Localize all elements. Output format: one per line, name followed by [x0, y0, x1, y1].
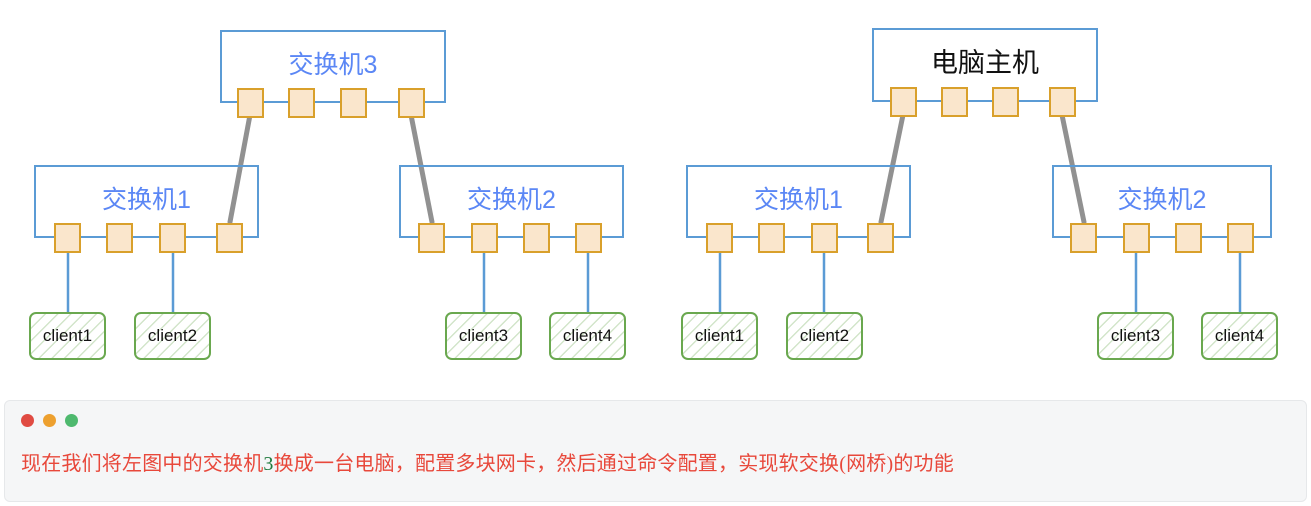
client-node-client3-after[interactable]: client3 [1097, 312, 1174, 360]
port-switch1-after-3[interactable] [811, 223, 838, 253]
maximize-dot-icon[interactable] [65, 414, 78, 427]
client-label: client3 [458, 326, 509, 345]
client-label: client2 [799, 326, 850, 345]
trunk-cable-host-to-switch1 [878, 112, 906, 225]
port-switch2-after-2[interactable] [1123, 223, 1150, 253]
switch-box-switch1-after[interactable] [686, 165, 911, 238]
switch-label-switch3: 交换机3 [288, 51, 378, 79]
port-host-1[interactable] [890, 87, 917, 117]
port-switch1-2[interactable] [106, 223, 133, 253]
switch-label-switch1-after: 交换机1 [754, 186, 843, 214]
port-switch1-3[interactable] [159, 223, 186, 253]
port-switch3-2[interactable] [288, 88, 315, 118]
port-switch1-1[interactable] [54, 223, 81, 253]
port-switch3-4[interactable] [398, 88, 425, 118]
port-switch1-after-4[interactable] [867, 223, 894, 253]
port-switch2-1[interactable] [418, 223, 445, 253]
client-node-client1[interactable]: client1 [29, 312, 106, 360]
port-host-3[interactable] [992, 87, 1019, 117]
client-label: client4 [1214, 326, 1265, 345]
window-controls [21, 414, 78, 427]
client-node-client3[interactable]: client3 [445, 312, 522, 360]
switch-box-switch1[interactable] [34, 165, 259, 238]
trunk-cable-switch3-to-switch2 [408, 112, 435, 225]
client-label: client1 [42, 326, 93, 345]
port-switch2-after-4[interactable] [1227, 223, 1254, 253]
port-switch3-3[interactable] [340, 88, 367, 118]
port-switch2-after-3[interactable] [1175, 223, 1202, 253]
caption-text-before: 现在我们将左图中的交换机 [21, 453, 264, 475]
caption-text-after: 换成一台电脑，配置多块网卡，然后通过命令配置，实现软交换(网桥)的功能 [273, 453, 954, 475]
port-switch1-after-1[interactable] [706, 223, 733, 253]
port-switch2-4[interactable] [575, 223, 602, 253]
port-switch1-after-2[interactable] [758, 223, 785, 253]
switch-label-switch1: 交换机1 [102, 186, 191, 214]
port-switch1-4[interactable] [216, 223, 243, 253]
port-host-4[interactable] [1049, 87, 1076, 117]
client-label: client2 [147, 326, 198, 345]
network-diagram: 交换机3 交换机1 交换机2 client1 client2 client3 c… [29, 28, 1278, 360]
cable-layer [66, 112, 1242, 312]
switch-box-switch2-after[interactable] [1052, 165, 1272, 238]
client-node-client1-after[interactable]: client1 [681, 312, 758, 360]
caption-text-highlight: 3 [263, 453, 274, 475]
port-switch2-2[interactable] [471, 223, 498, 253]
host-box-computer[interactable] [872, 28, 1098, 102]
switch-label-switch2-after: 交换机2 [1117, 186, 1207, 214]
client-node-client2[interactable]: client2 [134, 312, 211, 360]
port-host-2[interactable] [941, 87, 968, 117]
client-node-client2-after[interactable]: client2 [786, 312, 863, 360]
client-label: client4 [562, 326, 613, 345]
minimize-dot-icon[interactable] [43, 414, 56, 427]
trunk-cable-switch3-to-switch1 [227, 112, 253, 225]
client-node-client4[interactable]: client4 [549, 312, 626, 360]
port-switch2-after-1[interactable] [1070, 223, 1097, 253]
switch-box-switch2[interactable] [399, 165, 624, 238]
switch-label-switch2: 交换机2 [467, 186, 556, 214]
port-switch3-1[interactable] [237, 88, 264, 118]
caption-card: 现在我们将左图中的交换机3换成一台电脑，配置多块网卡，然后通过命令配置，实现软交… [4, 400, 1307, 502]
host-label-computer: 电脑主机 [931, 48, 1039, 78]
client-node-client4-after[interactable]: client4 [1201, 312, 1278, 360]
trunk-cable-host-to-switch2 [1059, 112, 1087, 225]
switch-box-switch3[interactable] [220, 30, 446, 103]
close-dot-icon[interactable] [21, 414, 34, 427]
caption-text: 现在我们将左图中的交换机3换成一台电脑，配置多块网卡，然后通过命令配置，实现软交… [21, 447, 1294, 476]
client-label: client3 [1110, 326, 1161, 345]
port-switch2-3[interactable] [523, 223, 550, 253]
client-label: client1 [694, 326, 745, 345]
